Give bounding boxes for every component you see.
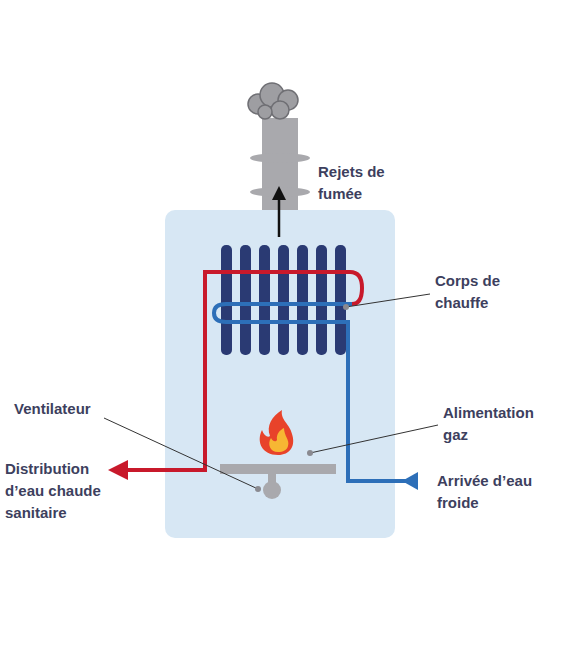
leader-lines [104, 294, 438, 489]
heat-exchanger-label: Corps de chauffe [435, 270, 535, 314]
leader-dots [255, 304, 349, 492]
fan-label: Ventilateur [14, 398, 124, 420]
hot-water-label: Distribution d’eau chaude sanitaire [5, 458, 117, 524]
cold-water-arrowhead [402, 472, 418, 490]
chimney-flange [250, 153, 310, 163]
flame [260, 410, 294, 455]
flue-label: Rejets de fumée [318, 161, 410, 205]
heat-exchanger-fins [221, 245, 346, 355]
smoke-cloud [248, 83, 298, 119]
flame-core [269, 428, 288, 452]
cold-water-label: Arrivée d’eau froide [437, 470, 559, 514]
cold-water-pipe [214, 304, 410, 481]
housing [165, 210, 395, 538]
flue-arrowhead [272, 186, 286, 200]
gas-supply-label: Alimentation gaz [443, 402, 558, 446]
fan [263, 481, 281, 499]
burner [220, 464, 336, 474]
flue-arrow [278, 196, 281, 237]
hot-water-pipe [125, 272, 362, 470]
hot-water-arrowhead [108, 460, 128, 480]
